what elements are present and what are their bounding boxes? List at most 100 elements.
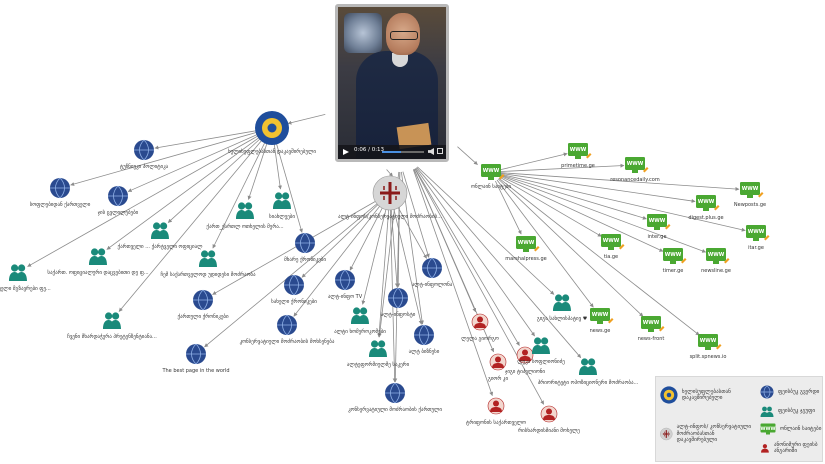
edge-video-site <box>457 146 478 165</box>
node-label: resonancedaily.com <box>610 177 660 183</box>
node-person-2[interactable]: ჯიგი ტიპელიონი <box>505 346 545 375</box>
node-group-12[interactable]: პრიორიტეტი ოპოზიციონერი მოძრაობა... <box>538 358 639 386</box>
node-label: ონლაინ საიტები <box>471 183 511 190</box>
edge-site_3 <box>500 172 740 191</box>
video-player[interactable]: 0:06 / 0:13 <box>335 4 449 162</box>
node-person-1[interactable]: ლელა გიორგო <box>461 313 499 342</box>
node-globe-6[interactable]: სახელი ქრონიკები <box>271 274 317 305</box>
node-person-4[interactable]: ტრიფონის საქართველო <box>466 397 526 426</box>
node-person-5[interactable]: რისხარდისმიანი მოხელე <box>518 405 580 434</box>
legend-label-person: ანონიმური ფეისბ ანგარიში <box>773 441 818 454</box>
node-label: ქართ_ქართლ ოთხელის მერა... <box>206 223 284 230</box>
legend-label-group: ფეისბუკ ჯგუფი <box>778 407 816 414</box>
node-label: The best page in the world <box>161 368 229 374</box>
www-icon-text: WWW <box>649 218 666 224</box>
edge-group_3 <box>27 132 264 267</box>
node-group-4[interactable]: ჩვენი მხარდაჭერა პრეტენზენტიანა... <box>67 312 157 340</box>
node-globe-8[interactable]: კონსერვატიული მოძრაობის მოხსენება <box>240 314 335 345</box>
node-label: პრიორიტეტი ოპოზიციონერი მოძრაობა... <box>538 379 639 386</box>
edge-site_9 <box>499 175 664 252</box>
node-group-2[interactable]: საქართ. ოფიციალური დაცვებითი დე ფ... <box>47 248 149 276</box>
node-label: საქართ. ოფიციალური დაცვებითი დე ფ... <box>47 269 149 276</box>
www-icon-text: WWW <box>627 161 644 167</box>
node-globe-14[interactable]: ალტ ბიზნესი <box>409 324 440 355</box>
node-label: ჩემ საქართველოდ უდიდესი მოძრაობა <box>160 271 256 278</box>
node-globe-12[interactable]: ალტი ხომეროკომები <box>334 307 386 335</box>
edge-group_2 <box>106 133 265 250</box>
node-group-7[interactable]: ქართ_ქართლ ოთხელის მერა... <box>206 202 284 230</box>
edge-globe_14 <box>391 202 423 325</box>
node-label: ლელა გიორგო <box>461 335 499 342</box>
node-label: ქართველი მგზავრები ფე... <box>0 285 51 292</box>
legend-label-church: ალტ-ინფოს/ კონსერვატიული მოძრაობასთან და… <box>676 424 752 444</box>
node-globe-1[interactable]: ტუჩნიუკი პოლიტიკა <box>120 139 169 170</box>
node-label: რისხარდისმიანი მოხელე <box>518 427 580 434</box>
edge-group_7 <box>247 137 270 200</box>
video-background-car <box>344 13 382 53</box>
group-icon <box>760 406 774 417</box>
edge-globe_3 <box>127 131 264 192</box>
node-globe-3[interactable]: ჯის ცვლილებები <box>98 185 139 216</box>
node-label: ალტ ბიზნესი <box>409 348 440 355</box>
hub-government[interactable]: ხელისუფლებასთან დაკავშირებული <box>228 111 316 155</box>
legend-item-person: ანონიმური ფეისბ ანგარიში <box>760 441 822 455</box>
www-icon-text: WWW <box>570 147 587 153</box>
video-progress-bar[interactable] <box>382 151 424 153</box>
node-group-5[interactable]: ჩემ საქართველოდ უდიდესი მოძრაობა <box>160 250 256 278</box>
edge-globe_5 <box>274 137 303 233</box>
node-label: timer.ge <box>663 268 684 274</box>
node-globe-7[interactable]: ქართული ქრონიკები <box>177 289 229 320</box>
edge-site_6 <box>500 173 746 232</box>
node-globe-9[interactable]: The best page in the world <box>161 343 230 374</box>
edge-globe_11 <box>394 201 427 259</box>
node-group-3[interactable]: ქართველი მგზავრები ფე... <box>0 264 51 292</box>
node-site-2[interactable]: WWW resonancedaily.com <box>610 157 660 183</box>
node-globe-11[interactable]: ალტ-ინფოლონა <box>412 257 453 288</box>
globe-icon <box>760 385 774 399</box>
node-label: ჯიგი ტიპელიონი <box>505 368 545 375</box>
node-group-9[interactable]: ალტეფორმიულმე საკერი <box>347 340 410 368</box>
volume-icon[interactable] <box>428 148 434 155</box>
legend-item-page: ფეისბუკ გვერდი <box>760 385 819 399</box>
play-icon[interactable] <box>343 149 349 155</box>
node-globe-13[interactable]: ალტ-ინფოსტი <box>381 287 416 318</box>
edge-globe_1 <box>154 129 263 150</box>
node-globe-10[interactable]: ალტ-ინფო TV <box>328 269 363 300</box>
edge-site_13 <box>498 177 700 336</box>
www-icon-text: WWW <box>700 338 717 344</box>
node-group-13[interactable]: გიგა სახლისპატივ ♥ <box>537 294 588 322</box>
edge-group_11 <box>415 167 535 337</box>
node-globe-5[interactable]: მხარე ქრონიკები <box>284 232 326 263</box>
video-time: 0:06 / 0:13 <box>354 147 385 153</box>
node-group-6[interactable]: სიახლეები <box>269 192 295 220</box>
hub-conservative[interactable]: ალტ-ინფოს/კონსერვატიული მოძრაობის... <box>338 175 442 220</box>
edge-group_4 <box>118 135 266 312</box>
edge-globe_10 <box>349 201 386 271</box>
node-globe-2[interactable]: სოფლებიდან ქართველი <box>30 177 91 208</box>
node-label: ალტ-ინფოსტი <box>381 311 416 318</box>
www-icon-text: WWW <box>708 252 725 258</box>
node-group-1[interactable]: ქართველი ... ქარტველი ოფიციალ <box>118 222 204 250</box>
legend-label-page: ფეისბუკ გვერდი <box>778 388 820 395</box>
node-globe-15[interactable]: კონსერვატიული მოძრაობის ქართული <box>348 382 442 413</box>
node-person-3[interactable]: გიორ კი <box>488 353 509 382</box>
node-group-11[interactable]: ლუკა სოფლიონიძე <box>517 337 565 365</box>
video-person-head <box>386 13 420 55</box>
fullscreen-icon[interactable] <box>437 148 443 154</box>
svg-text:WWW: WWW <box>761 426 776 432</box>
legend-item-site: WWW ონლაინ საიტები <box>760 423 821 435</box>
edge-group_13 <box>417 166 555 295</box>
